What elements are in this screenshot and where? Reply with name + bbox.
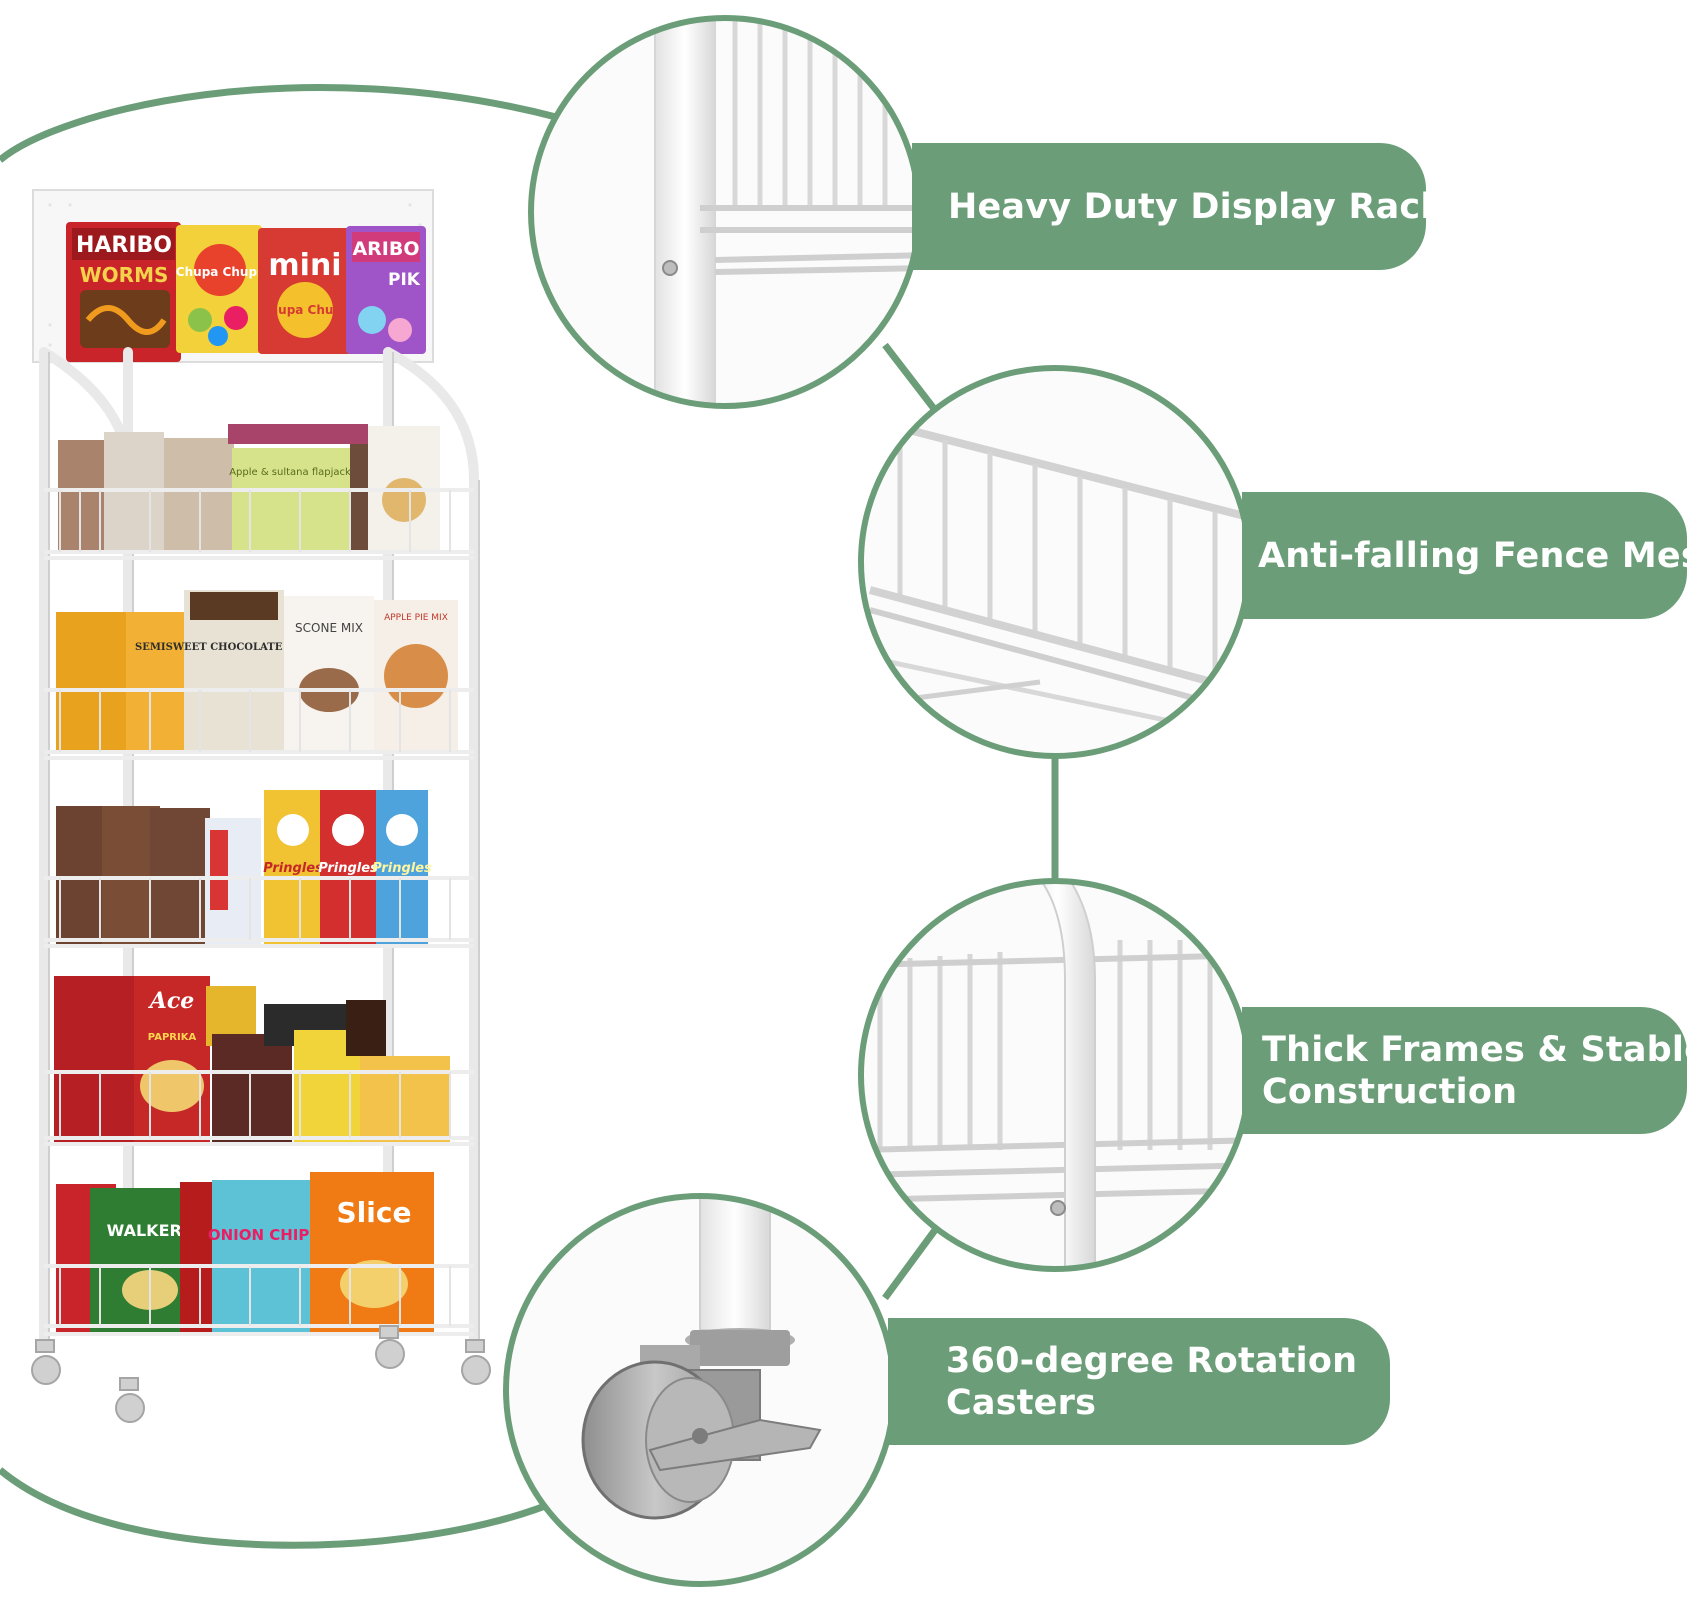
feature-label-thick-frames: Thick Frames & Stable Construction [1242,1007,1700,1134]
package-label: Pringles [263,861,323,876]
shelf-3-wire [44,876,474,948]
feature-label-casters: 360-degree Rotation Casters [888,1318,1390,1445]
top-board-snacks: HARIBO WORMS Chupa Chups mini Chupa Chup… [66,222,426,362]
feature-label-text: 360-degree Rotation [946,1340,1358,1381]
package-label: ARIBO [352,238,419,260]
feature-label-text: Construction [1262,1071,1518,1112]
package-label: Pringles [318,861,378,876]
shelf-2-wire [44,688,474,760]
package-label: mini [268,248,341,283]
package-label: Ace [148,988,194,1014]
package-label: Chupa Chups [261,303,349,317]
shelf-5-mesh [59,1266,451,1326]
display-rack: HARIBO WORMS Chupa Chups mini Chupa Chup… [31,189,491,1423]
package-label: SEMISWEET CHOCOLATE CHUNKS [135,642,337,653]
package-label: WORMS [80,263,169,287]
feature-label-text: Heavy Duty Display Rack [948,186,1444,227]
package-label: APPLE PIE MIX [384,613,448,623]
package-label: Chupa Chups [176,265,264,279]
package-label: Pringles [372,861,432,876]
shelf-2-mesh [59,690,451,752]
shelf-3: Pringles Pringles Pringles [56,790,432,946]
package-label: Slice [337,1196,412,1229]
callout-circle-3 [858,878,1252,1272]
feature-label-text: Casters [946,1382,1097,1423]
shelf-1-mesh [59,490,451,552]
shelf-5-wire [44,1264,474,1336]
package-label: SCONE MIX [295,621,363,635]
callout-circle-4 [503,1193,897,1587]
background-arc [0,84,562,1549]
feature-label-fence-mesh: Anti-falling Fence Mesh [1242,492,1700,619]
package-label: WALKERS [107,1221,194,1240]
package-label: Apple & sultana flapjack [229,467,351,478]
shelf-4: Ace PAPRIKA [54,976,450,1142]
pegboard-holes [48,203,422,347]
package-label: ONION CHIPS [208,1226,320,1244]
shelf-4-wire [44,1070,474,1146]
feature-label-text: Anti-falling Fence Mesh [1258,535,1700,576]
callout-circle-2 [858,365,1252,759]
feature-label-heavy-duty: Heavy Duty Display Rack [912,143,1444,270]
feature-label-text: Thick Frames & Stable [1262,1029,1700,1070]
connector-lines [882,342,1059,1301]
callout-circle-1 [528,15,922,409]
rack-casters [31,1325,491,1423]
shelf-5: WALKERS ONION CHIPS Slice [56,1172,434,1334]
shelf-3-mesh [59,878,451,940]
shelf-1-wire [44,488,474,560]
package-label: PIK [388,270,421,290]
package-label: PAPRIKA [148,1032,197,1043]
package-label: HARIBO [76,233,172,258]
shelf-4-mesh [59,1072,451,1138]
shelf-2: SEMISWEET CHOCOLATE CHUNKS SCONE MIX APP… [56,590,458,750]
